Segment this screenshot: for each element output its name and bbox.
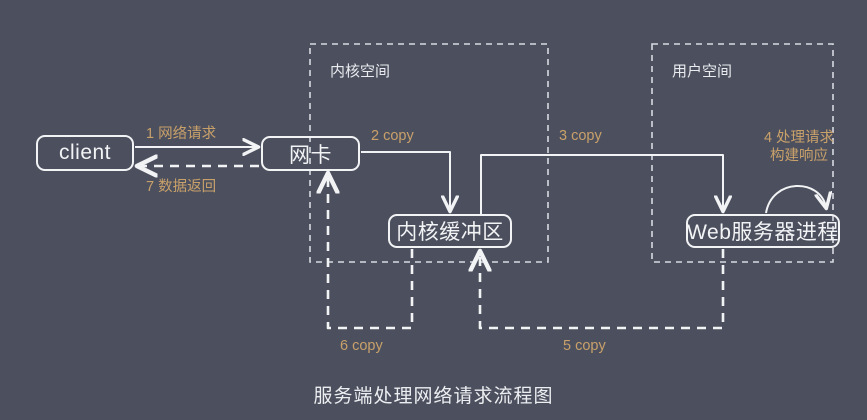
edge-label-5-copy: 5 copy	[563, 338, 606, 354]
edge-label-7-data-return: 7 数据返回	[146, 179, 217, 195]
edge-label-4-line-1: 4 处理请求	[763, 130, 835, 146]
edge-label-3-copy: 3 copy	[559, 128, 602, 144]
node-network-card[interactable]: 网卡	[261, 136, 360, 171]
node-web-server-process[interactable]: Web服务器进程	[686, 214, 840, 248]
node-client[interactable]: client	[36, 135, 134, 171]
edge-4-path	[765, 184, 826, 214]
edge-label-4-line-2: 构建响应	[770, 148, 828, 165]
diagram-title: 服务端处理网络请求流程图	[313, 386, 554, 407]
edge-6-path	[328, 175, 414, 330]
edge-label-4-process-request: 4 处理请求 构建响应	[753, 129, 845, 165]
kernel-space-label: 内核空间	[330, 63, 391, 80]
user-space-label: 用户空间	[672, 63, 733, 80]
edge-label-1-network-request: 1 网络请求	[146, 126, 217, 142]
edge-label-2-copy: 2 copy	[371, 128, 414, 144]
edge-5-path	[480, 249, 725, 330]
node-kernel-buffer[interactable]: 内核缓冲区	[388, 214, 512, 248]
edge-2-path	[361, 151, 450, 210]
edge-label-6-copy: 6 copy	[340, 338, 383, 354]
edge-3-path	[480, 154, 723, 214]
